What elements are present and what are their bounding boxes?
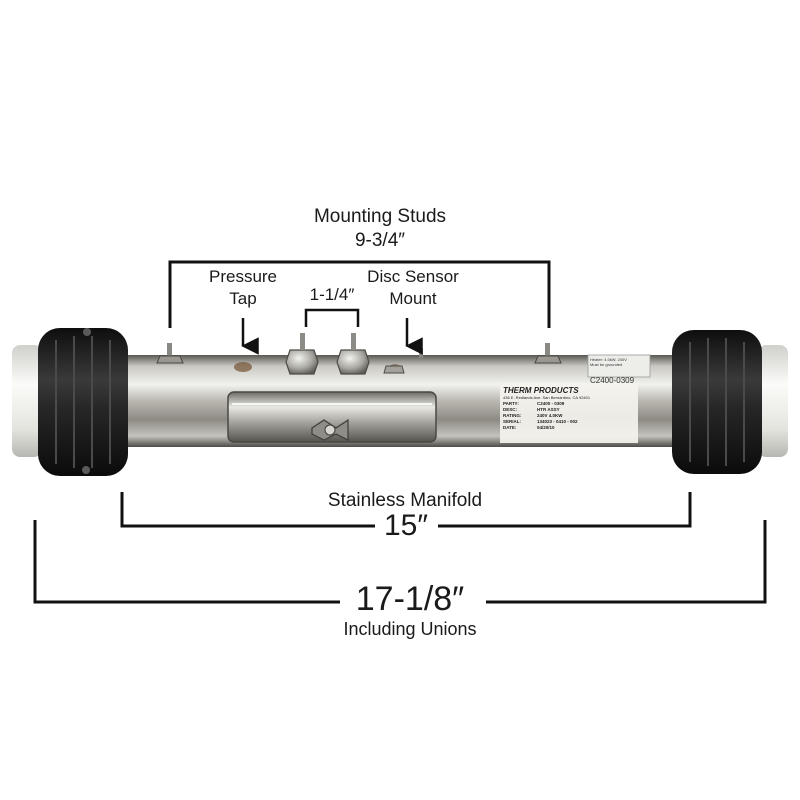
pvc-end-left [12,345,42,457]
brand-name-2: PRODUCTS [533,386,579,395]
disc-sensor-label: Disc Sensor Mount [348,267,478,308]
mounting-studs-title: Mounting Studs [313,206,447,227]
pressure-tap-line-2: Tap [229,288,257,308]
manifold-dimension-line [120,492,375,528]
weld-spot [234,362,252,372]
sticker-line-2: Must be grounded [590,362,623,367]
wing-nut-center [324,424,336,436]
stud-spacing-bracket [304,308,360,327]
part-code: C2400-0309 [590,376,635,385]
union-nut-left [38,328,128,476]
mounting-studs-label: Mounting Studs 9-3/4″ [260,206,500,252]
label-row-value: 134023 - 0410 - 002 [537,419,578,424]
mounting-studs-dimension: 9-3/4″ [354,229,406,251]
rating-sticker [587,354,651,378]
mounting-stud-left [156,343,184,364]
manifold-dimension-line-right [438,492,692,528]
manifold-label: Stainless Manifold [327,490,483,511]
label-row-key: SERIAL: [503,419,521,424]
brand-name: THERM [503,386,532,395]
overall-dimension-line-right [486,520,767,604]
label-row-value: C2400 - 0309 [537,401,565,406]
manifold-dimension: 15″ [384,509,428,542]
label-row-value: HTR ASSY [537,407,560,412]
sticker-text: Heater: 4.0kW, 240V Must be grounded [590,357,650,367]
label-row-value: 04/20/10 [537,425,555,430]
overall-dimension-line [33,520,340,604]
label-row-key: RATING: [503,413,522,418]
union-ribs-left [55,336,111,468]
union-nut-right [672,330,762,474]
overall-dimension: 17-1/8″ [355,580,465,618]
label-row: PART#: C2400 - 0309 [503,401,635,407]
stud-spacing-label: 1-1/4″ [309,285,355,304]
terminal-stud-left [285,333,319,375]
disc-sensor-line-1: Disc Sensor [367,267,459,286]
pressure-tap-label: Pressure Tap [183,267,303,308]
disc-sensor-line-2: Mount [389,288,437,308]
label-row-key: DATE: [503,425,517,430]
label-row: SERIAL: 134023 - 0410 - 002 [503,419,635,425]
label-row: DESC: HTR ASSY [503,407,635,413]
union-ribs-right [689,338,745,466]
label-row-key: DESC: [503,407,518,412]
pvc-end-right [758,345,788,457]
product-label-text: THERM PRODUCTS 436 E. Redlands Ave. San … [503,386,635,431]
terminal-stud-right [336,333,370,375]
union-screw-left-bottom [82,466,90,474]
mounting-stud-right [534,343,562,364]
overall-note: Including Unions [343,619,477,639]
union-screw-left [83,328,91,336]
label-row-value: 240V 4.0KW [537,413,563,418]
label-row-key: PART#: [503,401,519,406]
product-label [500,383,638,443]
label-address: 436 E. Redlands Ave. San Bernardino, CA … [503,395,591,400]
label-row: RATING: 240V 4.0KW [503,413,635,419]
mounting-studs-bracket [168,260,551,328]
sticker-line-1: Heater: 4.0kW, 240V [590,357,627,362]
pressure-tap-line-1: Pressure [208,267,278,286]
label-row: DATE: 04/20/10 [503,425,635,431]
